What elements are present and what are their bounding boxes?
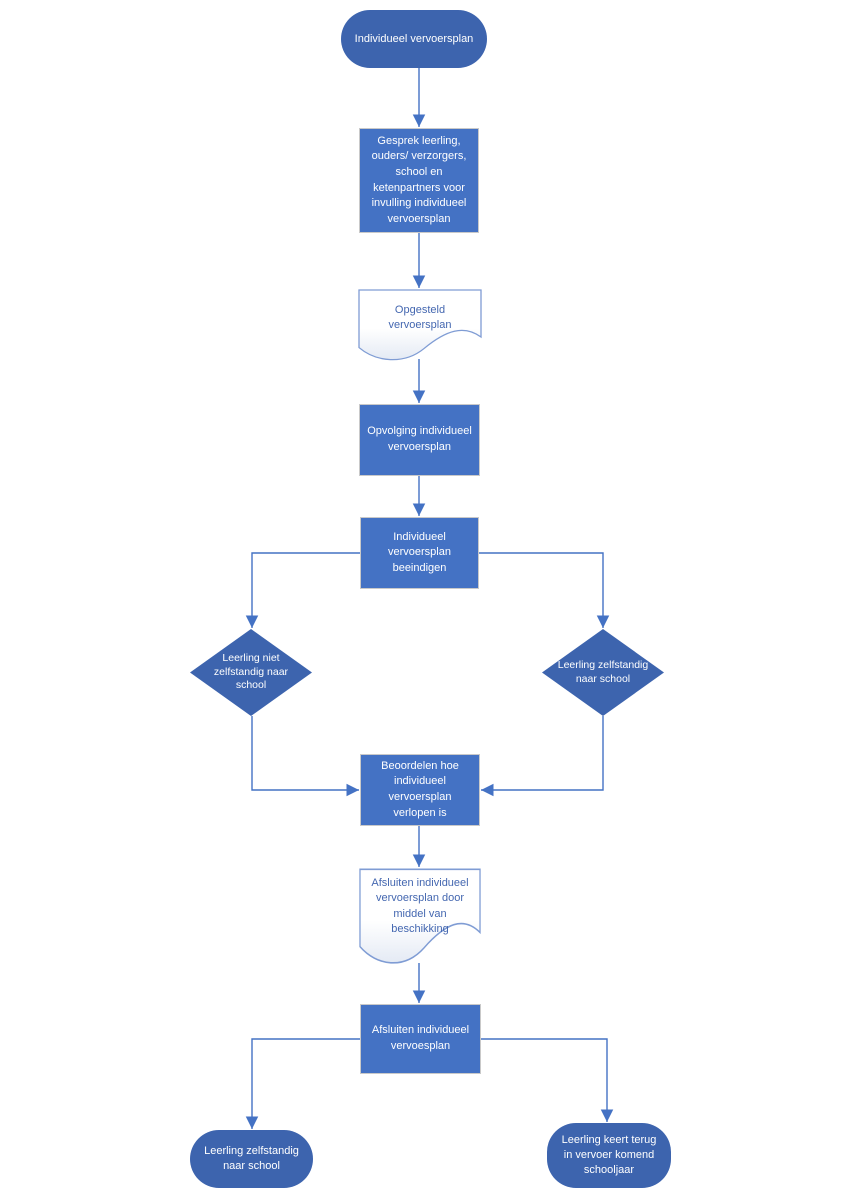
flowchart-node-start: Individueel vervoersplan	[341, 10, 487, 68]
node-label: Opgesteld vervoersplan	[388, 304, 452, 332]
document-shape-icon	[359, 868, 481, 964]
flowchart-node-beschikking-document: Afsluiten individueel vervoersplan door …	[359, 868, 481, 966]
node-label: Leerling zelfstandig naar school	[204, 1145, 299, 1172]
node-label: Opvolging individueel vervoersplan	[367, 425, 472, 453]
node-label: Individueel vervoersplan beeindigen	[388, 530, 451, 574]
flowchart-node-gesprek: Gesprek leerling, ouders/ verzorgers, sc…	[359, 128, 479, 233]
flowchart-node-opvolging: Opvolging individueel vervoersplan	[359, 404, 480, 476]
flowchart-node-zelfstandig-decision: Leerling zelfstandig naar school	[542, 629, 664, 716]
node-label: Gesprek leerling, ouders/ verzorgers, sc…	[371, 134, 467, 225]
node-label: Individueel vervoersplan	[354, 32, 474, 45]
node-label: Afsluiten individueel vervoersplan door …	[371, 877, 469, 936]
connector-beeindigen-to-zelfstandig	[479, 552, 610, 628]
flowchart-node-eind-zelfstandig: Leerling zelfstandig naar school	[190, 1130, 313, 1188]
connector-afsluiten-to-eind-zelfstandig	[245, 1038, 360, 1129]
connector-afsluiten-to-eind-terug	[481, 1038, 614, 1122]
connector-zelfstandig-to-beoordelen	[481, 716, 604, 797]
flowchart-node-niet-zelfstandig-decision: Leerling niet zelfstandig naar school	[190, 629, 312, 716]
flowchart-node-beeindigen: Individueel vervoersplan beeindigen	[360, 517, 479, 589]
flowchart-node-beoordelen: Beoordelen hoe individueel vervoersplan …	[360, 754, 480, 826]
node-label: Beoordelen hoe individueel vervoersplan …	[381, 759, 459, 819]
flowchart-node-eind-terug: Leerling keert terug in vervoer komend s…	[547, 1123, 671, 1188]
node-label: Leerling keert terug in vervoer komend s…	[561, 1134, 657, 1176]
document-shape-icon	[358, 289, 482, 361]
node-label: Afsluiten individueel vervoesplan	[371, 1024, 470, 1052]
flowchart-node-opgesteld-document: Opgesteld vervoersplan	[358, 289, 482, 362]
connector-beeindigen-to-niet-zelfstandig	[245, 552, 360, 628]
node-label: Leerling zelfstandig naar school	[557, 658, 649, 685]
flowchart-node-afsluiten: Afsluiten individueel vervoesplan	[360, 1004, 481, 1074]
node-label: Leerling niet zelfstandig naar school	[213, 652, 289, 692]
connector-niet-zelfstandig-to-beoordelen	[251, 716, 359, 797]
